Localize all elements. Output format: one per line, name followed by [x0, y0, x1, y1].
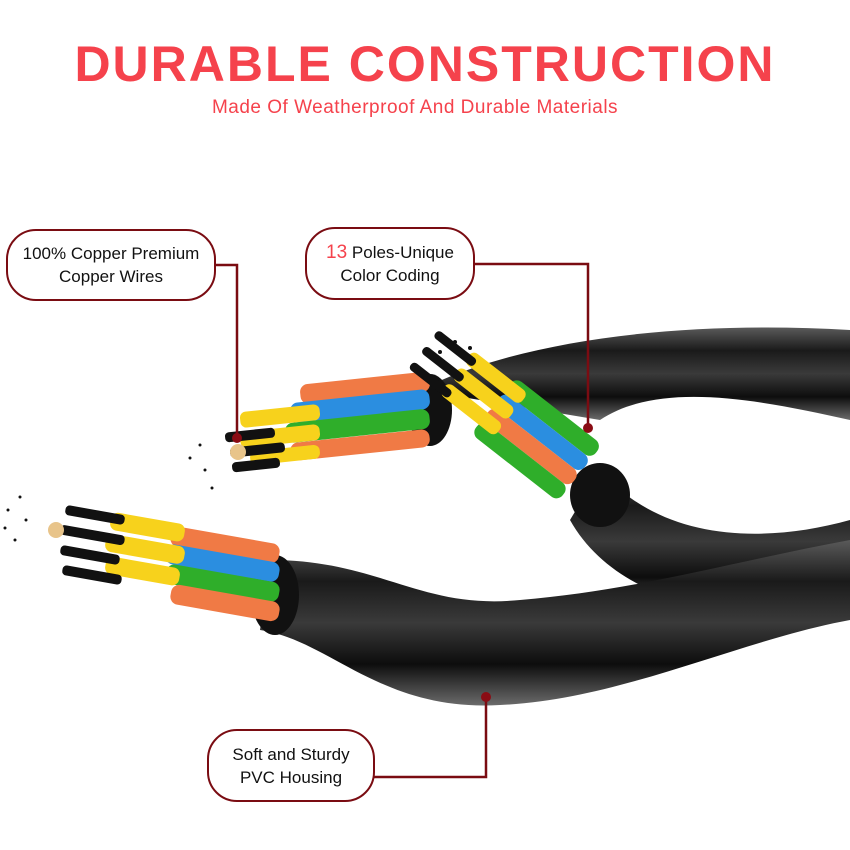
callout-poles-line2: Color Coding: [340, 265, 440, 285]
upper-right-wires: [409, 331, 599, 499]
page-title: DURABLE CONSTRUCTION: [74, 36, 776, 92]
callout-poles-number: 13: [326, 241, 348, 263]
fiber-tips: [3, 340, 472, 542]
lower-left-wires: [48, 505, 280, 622]
callout-copper-wires: 100% Copper Premium Copper Wires: [6, 229, 216, 301]
callout-copper-line1: 100% Copper Premium: [22, 244, 200, 263]
page-subtitle: Made Of Weatherproof And Durable Materia…: [211, 97, 619, 118]
housing-leader-line: [373, 697, 488, 779]
callout-poles-line1-text: Poles-Unique: [351, 242, 454, 262]
callout-copper-line2: Copper Wires: [59, 267, 163, 286]
callout-housing-line1: Soft and Sturdy: [232, 744, 350, 764]
callout-housing-line2: PVC Housing: [239, 767, 343, 787]
copper-leader-line: [213, 263, 239, 437]
copper-leader-dot: [232, 433, 242, 443]
callout-color-coding: 13 Poles-Unique Color Coding: [305, 227, 475, 300]
poles-leader-dot: [583, 423, 593, 433]
callout-pvc-housing: Soft and Sturdy PVC Housing: [207, 729, 375, 802]
lower-cable: [260, 540, 850, 706]
callout-poles-line1: 13 Poles-Unique: [307, 241, 473, 264]
housing-leader-dot: [481, 692, 491, 702]
upper-left-wires: [225, 372, 430, 473]
poles-leader-line: [474, 262, 590, 428]
